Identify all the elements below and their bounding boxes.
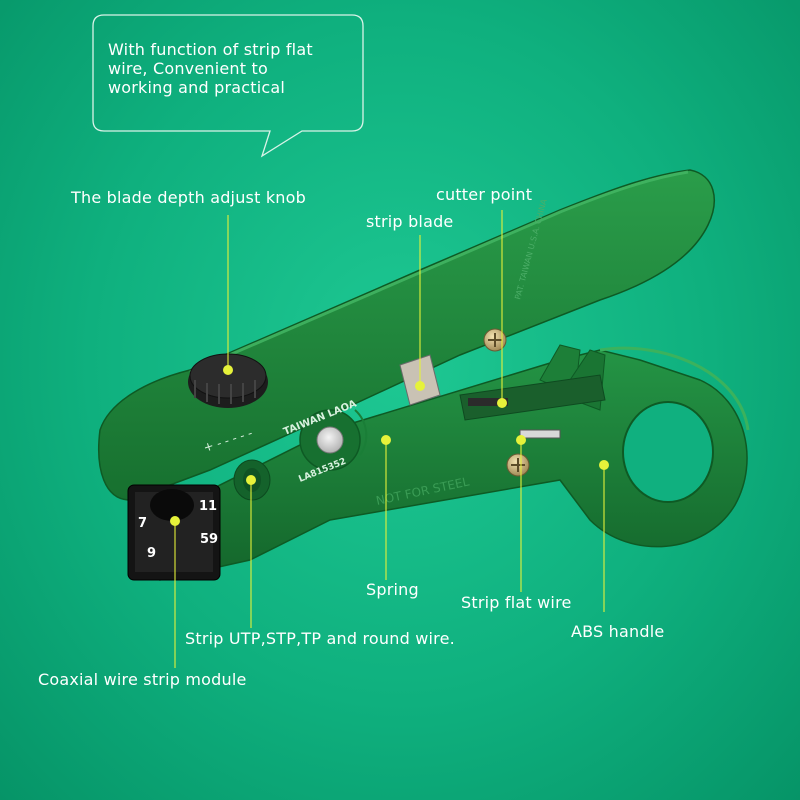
coaxial-module: 11 7 9 59 <box>127 484 221 581</box>
label-abs-handle: ABS handle <box>571 622 665 641</box>
pivot-disc <box>299 409 368 471</box>
utp-slot <box>233 459 271 501</box>
module-num-9: 9 <box>147 546 156 561</box>
module-num-11: 11 <box>199 499 217 514</box>
label-spring: Spring <box>366 580 419 599</box>
callout-text: With function of strip flat wire, Conven… <box>108 40 348 97</box>
callout-line-3: working and practical <box>108 78 286 97</box>
lower-handle <box>149 344 750 581</box>
label-strip-blade: strip blade <box>366 212 454 231</box>
screws <box>483 328 530 477</box>
callout-line-1: With function of strip flat <box>108 40 313 59</box>
callout-line-2: wire, Convenient to <box>108 59 268 78</box>
label-depth-knob: The blade depth adjust knob <box>71 188 306 207</box>
label-cutter-point: cutter point <box>436 185 533 204</box>
callout-bubble <box>92 14 364 158</box>
module-num-7: 7 <box>138 516 147 531</box>
module-num-59: 59 <box>200 532 218 547</box>
label-coaxial: Coaxial wire strip module <box>38 670 247 689</box>
depth-knob <box>188 353 268 408</box>
label-strip-flat-wire: Strip flat wire <box>461 593 572 612</box>
label-strip-utp: Strip UTP,STP,TP and round wire. <box>185 629 455 648</box>
